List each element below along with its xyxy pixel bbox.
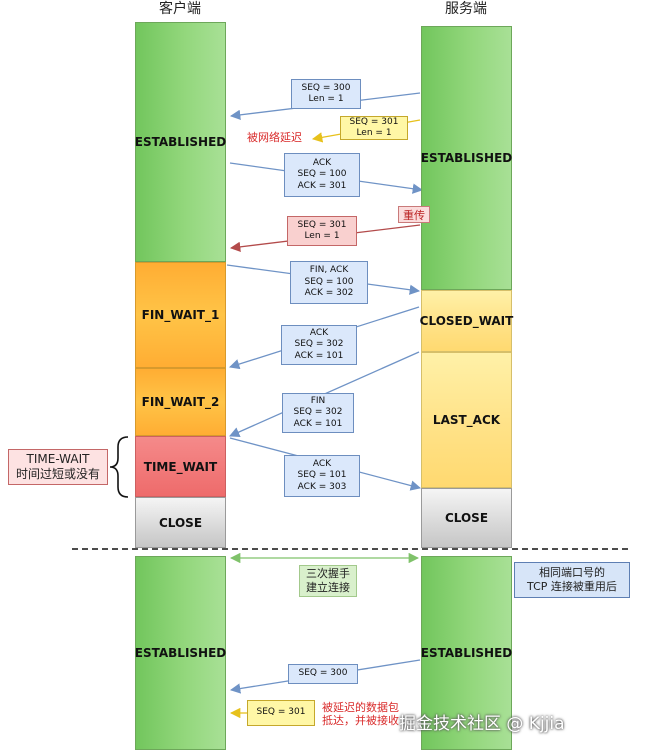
server-state-close: CLOSE xyxy=(421,488,512,548)
packet-retransmit: SEQ = 301 Len = 1 xyxy=(287,216,357,246)
packet-line: SEQ = 101 xyxy=(297,470,347,481)
client-state-fin-wait-1: FIN_WAIT_1 xyxy=(135,262,226,368)
state-label: CLOSED_WAIT xyxy=(419,314,514,328)
packet-line: FIN, ACK xyxy=(309,265,349,276)
packet-line: ACK = 301 xyxy=(297,180,347,191)
packet-ack303: ACK SEQ = 101 ACK = 303 xyxy=(284,455,360,497)
packet-seq301-late: SEQ = 301 xyxy=(247,700,315,726)
state-label: LAST_ACK xyxy=(432,413,501,427)
state-label: ESTABLISHED xyxy=(134,646,227,660)
packet-line: SEQ = 302 xyxy=(293,407,343,418)
packet-line: ACK xyxy=(309,327,329,338)
packet-line: ACK = 101 xyxy=(293,418,343,429)
note-line: 时间过短或没有 xyxy=(15,467,100,481)
state-label: FIN_WAIT_1 xyxy=(141,308,220,322)
packet-line: ACK xyxy=(312,157,332,168)
state-label: ESTABLISHED xyxy=(420,151,513,165)
packet-line: ACK = 303 xyxy=(297,481,347,492)
packet-seq301-delayed: SEQ = 301 Len = 1 xyxy=(340,116,408,140)
state-label: ESTABLISHED xyxy=(134,135,227,149)
note-line: 相同端口号的 xyxy=(539,566,605,579)
note-line: TIME-WAIT xyxy=(26,452,90,466)
packet-line: SEQ = 100 xyxy=(297,169,347,180)
packet-line: SEQ = 300 xyxy=(301,82,351,93)
packet-fin-ack: FIN, ACK SEQ = 100 ACK = 302 xyxy=(290,261,368,304)
late-packet-note: 被延迟的数据包 抵达，并被接收 xyxy=(322,701,417,727)
packet-seq300: SEQ = 300 Len = 1 xyxy=(291,79,361,109)
packet-line: Len = 1 xyxy=(304,231,340,241)
note-line: TCP 连接被重用后 xyxy=(527,580,617,593)
packet-line: SEQ = 100 xyxy=(304,276,354,287)
packet-ack301: ACK SEQ = 100 ACK = 301 xyxy=(284,153,360,197)
time-wait-note: TIME-WAIT 时间过短或没有 xyxy=(8,449,108,485)
client-state-established: ESTABLISHED xyxy=(135,22,226,262)
packet-line: Len = 1 xyxy=(308,94,344,104)
client-state-close: CLOSE xyxy=(135,497,226,548)
watermark: 掘金技术社区 @ Kjjia xyxy=(399,714,565,734)
packet-line: SEQ = 300 xyxy=(298,668,348,679)
client-state-established-new: ESTABLISHED xyxy=(135,556,226,750)
handshake-note: 三次握手 建立连接 xyxy=(299,565,357,597)
server-state-closed-wait: CLOSED_WAIT xyxy=(419,290,514,352)
packet-line: SEQ = 302 xyxy=(294,339,344,350)
client-header: 客户端 xyxy=(159,1,201,17)
state-label: ESTABLISHED xyxy=(420,646,513,660)
note-line: 三次握手 xyxy=(306,567,350,580)
server-header: 服务端 xyxy=(445,1,487,17)
client-state-time-wait: TIME_WAIT xyxy=(135,436,226,497)
note-line: 被延迟的数据包 xyxy=(322,701,399,714)
packet-seq300-new: SEQ = 300 xyxy=(288,664,358,684)
retransmit-label: 重传 xyxy=(403,208,425,222)
packet-line: ACK xyxy=(312,458,332,469)
retransmit-tag: 重传 xyxy=(398,206,430,223)
packet-line: ACK = 101 xyxy=(294,350,344,361)
reuse-note: 相同端口号的 TCP 连接被重用后 xyxy=(514,562,630,598)
packet-line: SEQ = 301 xyxy=(349,116,399,127)
note-line: 抵达，并被接收 xyxy=(322,714,399,727)
server-state-established: ESTABLISHED xyxy=(421,26,512,290)
state-label: CLOSE xyxy=(444,511,489,525)
server-state-established-new: ESTABLISHED xyxy=(421,556,512,750)
packet-line: SEQ = 301 xyxy=(256,707,306,718)
time-wait-brace xyxy=(109,436,129,498)
state-label: FIN_WAIT_2 xyxy=(141,395,220,409)
packet-line: Len = 1 xyxy=(356,128,392,138)
packet-fin: FIN SEQ = 302 ACK = 101 xyxy=(282,393,354,433)
delayed-note: 被网络延迟 xyxy=(247,131,302,144)
server-state-last-ack: LAST_ACK xyxy=(421,352,512,488)
packet-line: FIN xyxy=(310,395,326,406)
packet-line: ACK = 302 xyxy=(304,288,354,299)
packet-ack101: ACK SEQ = 302 ACK = 101 xyxy=(281,325,357,365)
client-state-fin-wait-2: FIN_WAIT_2 xyxy=(135,368,226,436)
state-label: TIME_WAIT xyxy=(143,459,218,474)
packet-line: SEQ = 301 xyxy=(297,219,347,230)
state-label: CLOSE xyxy=(158,515,203,530)
note-line: 建立连接 xyxy=(306,581,350,594)
